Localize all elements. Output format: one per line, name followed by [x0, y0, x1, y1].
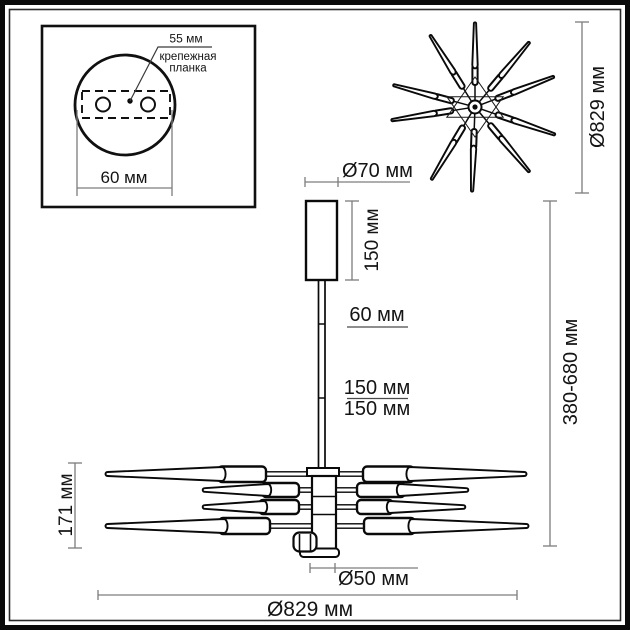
- dim-plate-width: 60 мм: [76, 110, 173, 196]
- dim-rod-segments: 60 мм 150 мм 150 мм: [344, 304, 410, 420]
- rod-segment-1-label: 60 мм: [349, 304, 404, 326]
- lamp-sleeves: [216, 465, 417, 536]
- ceiling-cup-circle: [73, 53, 177, 157]
- starburst-center-web: [445, 76, 505, 138]
- dim-overall-height: 380-680 мм: [543, 200, 582, 547]
- dim-body-height: 171 мм: [56, 462, 82, 549]
- plate-width-label: 60 мм: [100, 168, 147, 187]
- top-view-starburst: Ø829 мм: [390, 21, 609, 194]
- hub-diameter-label: Ø50 мм: [338, 568, 409, 590]
- leader-line: [129, 46, 212, 102]
- tapered-spikes: [104, 466, 530, 534]
- dim-top-view-diameter: Ø829 мм: [575, 21, 609, 194]
- overall-diameter-label: Ø829 мм: [267, 598, 353, 621]
- top-view-diameter-label: Ø829 мм: [587, 66, 609, 148]
- bracket-label-line1: крепежная: [160, 51, 217, 63]
- dim-canopy-height: 150 мм: [345, 200, 383, 281]
- dim-canopy-diameter: Ø70 мм: [304, 160, 413, 187]
- adjust-knob: [292, 531, 318, 553]
- side-view: [104, 199, 530, 558]
- hole-spacing-label: 55 мм: [169, 32, 202, 46]
- hub-bottom: [292, 531, 340, 558]
- hanging-rod: [317, 277, 326, 471]
- canopy-height-label: 150 мм: [362, 208, 383, 271]
- overall-height-label: 380-680 мм: [560, 319, 582, 425]
- rod-segment-3-label: 150 мм: [344, 398, 410, 420]
- canopy-diameter-label: Ø70 мм: [342, 160, 413, 182]
- dim-hub-diameter: Ø50 мм: [309, 563, 418, 590]
- hub-top-flange: [306, 467, 340, 477]
- mount-bracket-dashed: [81, 90, 171, 119]
- bracket-label-line2: планка: [169, 63, 207, 75]
- dim-overall-diameter: Ø829 мм: [97, 590, 518, 621]
- mount-detail-inset: 55 мм крепежная планка 60 мм: [40, 24, 257, 209]
- ceiling-canopy: [304, 199, 339, 282]
- rod-segment-2-label: 150 мм: [344, 377, 410, 399]
- screw-hole-left: [95, 96, 111, 113]
- body-height-label: 171 мм: [56, 473, 77, 536]
- screw-hole-right: [140, 96, 156, 113]
